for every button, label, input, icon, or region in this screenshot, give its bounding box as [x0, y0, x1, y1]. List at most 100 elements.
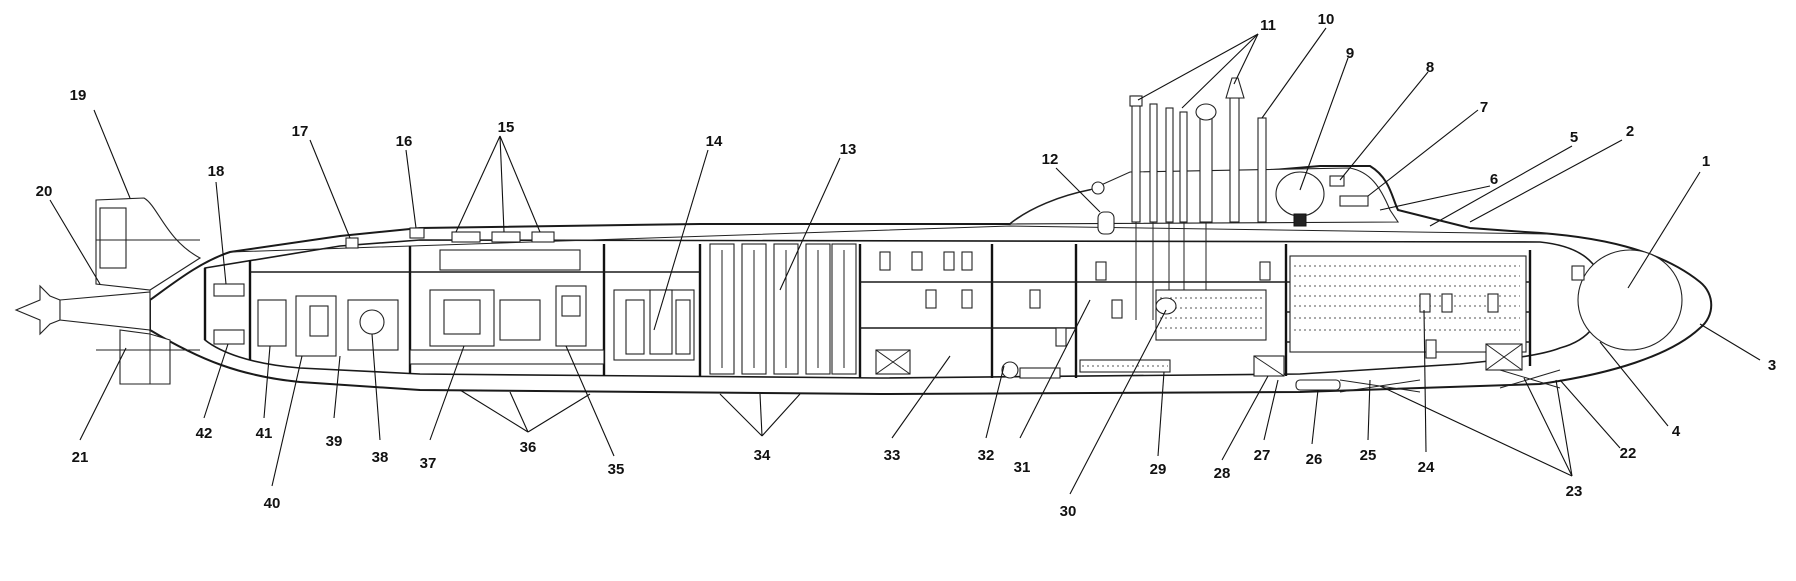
- leader-10: [1261, 27, 1327, 119]
- upper-equip-15c: [531, 231, 555, 243]
- callout-23: 23: [1566, 483, 1583, 500]
- callout-18: 18: [208, 163, 225, 180]
- hatch-16: [409, 227, 425, 239]
- machinery-section: [213, 227, 695, 365]
- callout-5: 5: [1570, 129, 1578, 146]
- inner-hull: [204, 239, 1605, 379]
- leader-33: [891, 355, 951, 439]
- leader-34b: [759, 393, 763, 437]
- leader-3: [1699, 323, 1761, 361]
- window-33d: [961, 251, 973, 271]
- leader-19: [93, 109, 131, 199]
- callout-27: 27: [1254, 447, 1271, 464]
- mast-1: [1131, 95, 1141, 223]
- mid-compartments: [875, 251, 1285, 379]
- leader-6: [1379, 185, 1491, 211]
- tank-26: [1295, 379, 1341, 391]
- mast-7: [1257, 117, 1267, 223]
- leader-25: [1367, 379, 1371, 441]
- leader-15c: [499, 135, 541, 233]
- leader-31: [1019, 299, 1091, 439]
- gearbox-39b: [309, 305, 329, 337]
- window-33a: [879, 251, 891, 271]
- callout-7: 7: [1480, 99, 1488, 116]
- window-24b: [1441, 293, 1453, 313]
- leader-24: [1423, 309, 1427, 453]
- callout-8: 8: [1426, 59, 1434, 76]
- mast-head-small: [1129, 95, 1143, 107]
- window-24c: [1487, 293, 1499, 313]
- leader-36b: [509, 391, 529, 433]
- missile-tubes: [709, 243, 857, 375]
- leader-34a: [719, 393, 763, 437]
- callout-39: 39: [326, 433, 343, 450]
- leader-16: [405, 149, 417, 229]
- sail-hatch-7: [1339, 195, 1369, 207]
- turbine-38-rotor: [359, 309, 385, 335]
- mast-well-28-x: [1253, 355, 1285, 377]
- callout-31: 31: [1014, 459, 1031, 476]
- stern-section: [14, 197, 202, 385]
- shaft-bearing-42: [213, 329, 245, 345]
- leader-13: [779, 157, 841, 291]
- leader-42: [203, 343, 229, 419]
- leader-12: [1055, 167, 1101, 213]
- callout-9: 9: [1346, 45, 1354, 62]
- callout-41: 41: [256, 425, 273, 442]
- forward-compartments: [1289, 249, 1683, 393]
- leader-9: [1299, 57, 1349, 191]
- window-31c: [1259, 261, 1271, 281]
- console-31: [1019, 367, 1061, 379]
- callout-36: 36: [520, 439, 537, 456]
- hatch-12: [1097, 211, 1115, 235]
- callout-35: 35: [608, 461, 625, 478]
- leader-5: [1429, 145, 1573, 227]
- sail-light: [1091, 181, 1105, 195]
- leader-27: [1263, 379, 1279, 441]
- window-33c: [943, 251, 955, 271]
- leader-32: [985, 365, 1005, 439]
- callout-16: 16: [396, 133, 413, 150]
- callout-14: 14: [706, 133, 723, 150]
- motor-41: [257, 299, 287, 347]
- battery-29: [1079, 359, 1171, 373]
- leader-11c: [1233, 33, 1259, 85]
- window-33b: [911, 251, 923, 271]
- mast-head-bell: [1225, 77, 1245, 99]
- leader-35: [565, 345, 615, 457]
- leader-36c: [527, 393, 591, 433]
- crate-33-x2: [875, 349, 911, 375]
- callout-37: 37: [420, 455, 437, 472]
- callout-labels: 1 2 3 4 5 6 7 8 9 10 11 12 13 14 15 16 1…: [36, 11, 1777, 520]
- leader-22: [1559, 379, 1621, 449]
- callout-30: 30: [1060, 503, 1077, 520]
- leader-15b: [499, 135, 505, 233]
- torpedo-room-24: [1289, 255, 1527, 353]
- window-24a: [1419, 293, 1431, 313]
- leader-21: [79, 347, 127, 441]
- window-24d: [1425, 339, 1437, 359]
- leader-2: [1469, 139, 1623, 223]
- mast-6: [1229, 97, 1240, 223]
- callout-29: 29: [1150, 461, 1167, 478]
- leader-1: [1627, 171, 1701, 289]
- callout-21: 21: [72, 449, 89, 466]
- window-33e: [925, 289, 937, 309]
- pump-35b: [561, 295, 581, 317]
- leader-17: [309, 139, 351, 239]
- callout-32: 32: [978, 447, 995, 464]
- leader-37: [429, 345, 465, 441]
- shaft-cone: [59, 291, 151, 331]
- leader-41: [263, 345, 271, 419]
- leader-lines: [49, 27, 1761, 495]
- lower-rudder: [119, 329, 171, 385]
- leader-36a: [459, 389, 529, 433]
- callout-34: 34: [754, 447, 771, 464]
- leader-8: [1339, 71, 1429, 181]
- callout-24: 24: [1418, 459, 1435, 476]
- callout-33: 33: [884, 447, 901, 464]
- callout-10: 10: [1318, 11, 1335, 28]
- callout-28: 28: [1214, 465, 1231, 482]
- leader-7: [1367, 109, 1479, 197]
- window-32a: [1029, 289, 1041, 309]
